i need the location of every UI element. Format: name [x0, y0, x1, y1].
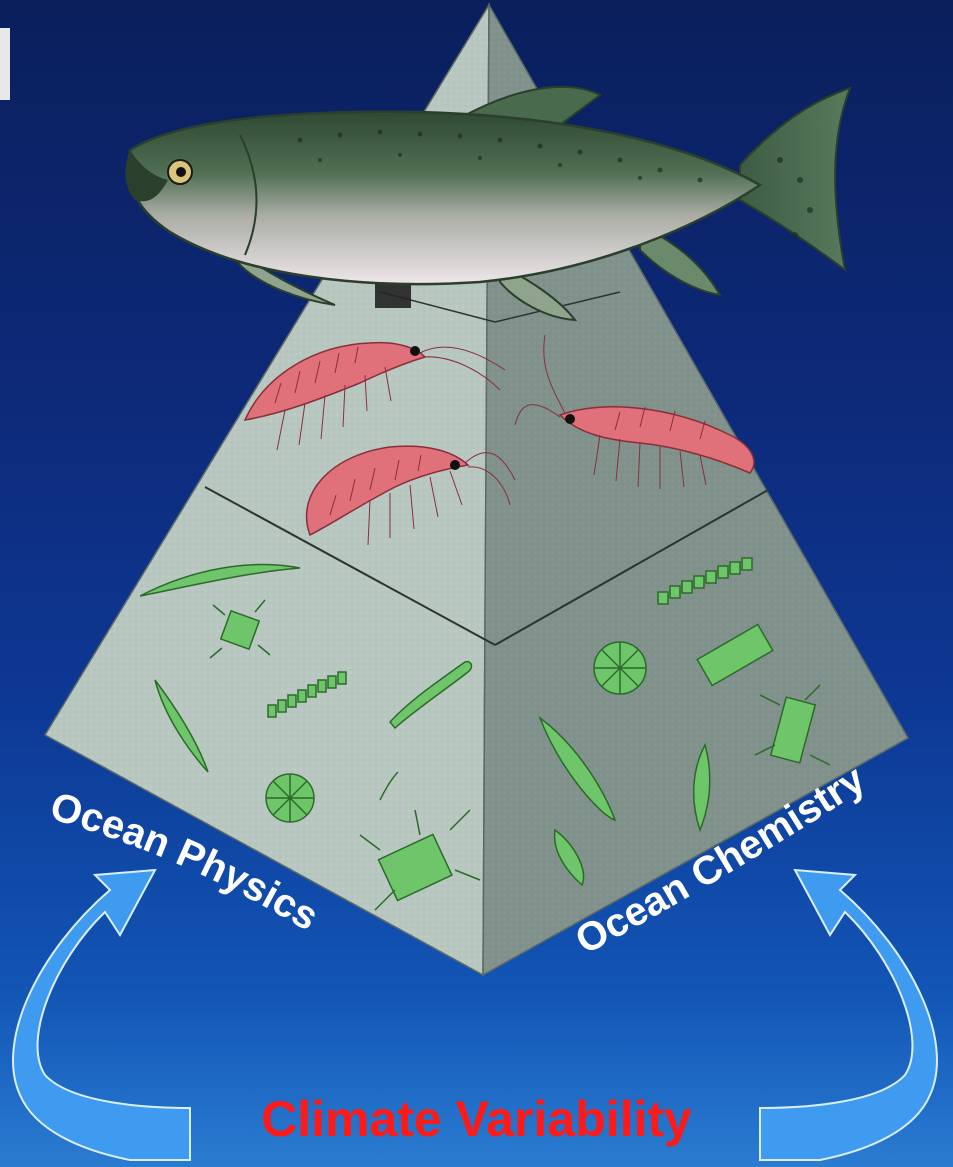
- centric-diatom-icon: [594, 642, 646, 694]
- centric-diatom-icon: [266, 774, 314, 822]
- climate-variability-label: Climate Variability: [0, 1090, 953, 1148]
